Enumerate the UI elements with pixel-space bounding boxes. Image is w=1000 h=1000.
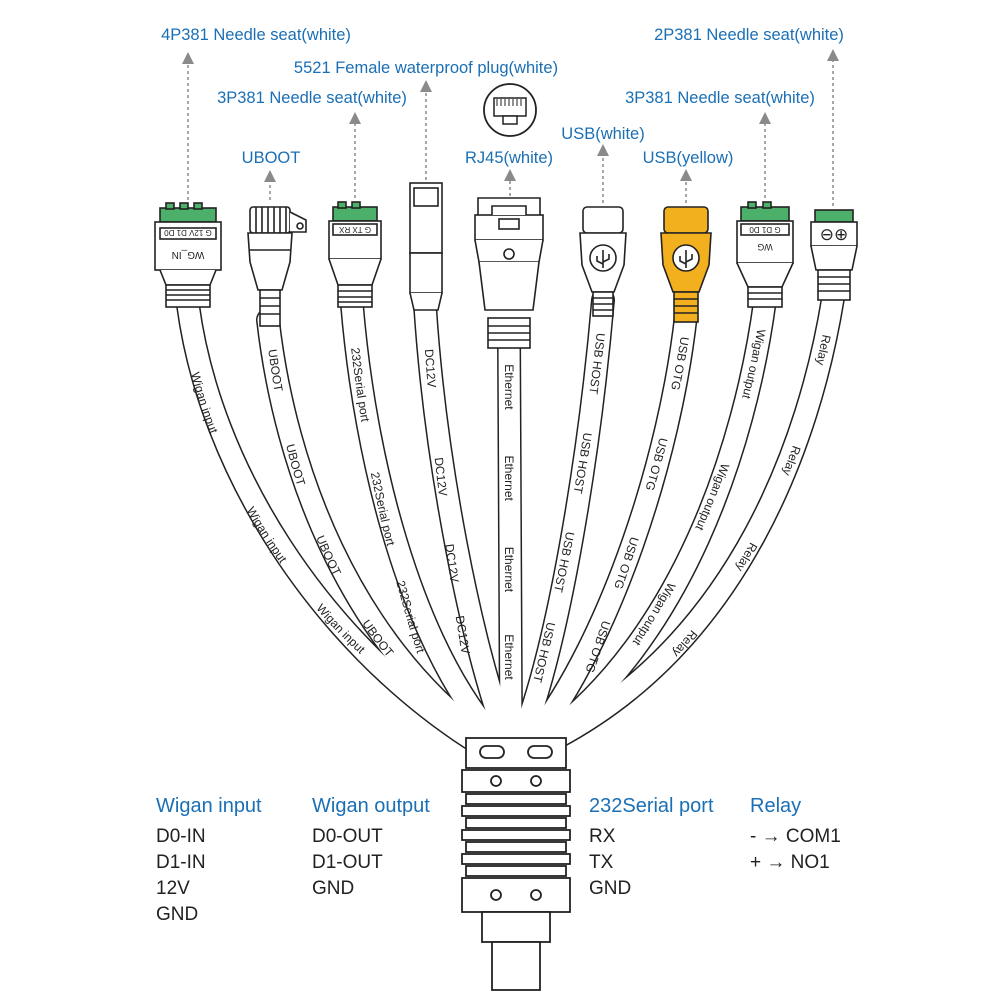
cable-label-dc: DC12V [432, 457, 450, 497]
dc-connector [409, 182, 443, 311]
legend-wiegand-input: Wigan input D0-IN D1-IN 12V GND [156, 795, 262, 928]
serial-connector [328, 201, 382, 308]
legend-wiegand-output: Wigan output D0-OUT D1-OUT GND [312, 795, 430, 902]
cable-label-dc: DC12V [422, 349, 439, 389]
callout-usb-host: USB(white) [561, 125, 644, 143]
rj45-socket-icon [483, 83, 537, 137]
legend-item: D1-OUT [312, 852, 383, 873]
callout-wiegand-in: 4P381 Needle seat(white) [161, 26, 351, 44]
legend-item: GND [312, 878, 355, 899]
uboot-connector [247, 206, 307, 327]
legend-item: D1-IN [156, 852, 206, 873]
cable-label-dc: DC12V [453, 615, 473, 655]
legend-title: 232Serial port [589, 795, 714, 817]
legend-item: TX [589, 852, 614, 873]
usb-icon [589, 244, 617, 272]
legend-serial: 232Serial port RX TX GND [589, 795, 714, 902]
cable-label-ethernet: Ethernet [502, 364, 516, 410]
legend-title: Wigan output [312, 795, 430, 817]
wiegand-out-pin-label: G D1 D0 [749, 225, 781, 234]
connectors [154, 182, 858, 349]
cable-label-ethernet: Ethernet [502, 455, 516, 501]
callouts: 4P381 Needle seat(white) 5521 Female wat… [161, 26, 844, 167]
connector-labels: G 12V D1 D0 WG_IN G TX RX G D1 D0 WG ⊖⊕ [164, 225, 849, 260]
wiegand-in-pin-label: G 12V D1 D0 [164, 228, 212, 237]
wiegand-output-connector [736, 201, 794, 308]
cable-label-dc: DC12V [442, 543, 461, 583]
callout-uboot: UBOOT [242, 149, 301, 167]
legend-item: GND [156, 904, 199, 925]
legend-relay: Relay - → COM1 + → NO1 [750, 795, 841, 876]
callout-dc: 5521 Female waterproof plug(white) [294, 59, 558, 77]
legend-item: + → NO1 [750, 852, 830, 873]
legend-item: GND [589, 878, 632, 899]
wiegand-out-tag: WG [757, 242, 773, 252]
rj45-connector [474, 197, 544, 349]
callout-usb-otg: USB(yellow) [643, 149, 734, 167]
wiegand-input-connector [154, 202, 222, 308]
wiegand-in-tag: WG_IN [172, 249, 205, 260]
cable-label-relay: Relay [813, 334, 833, 367]
callout-relay: 2P381 Needle seat(white) [654, 26, 844, 44]
legend-item: RX [589, 826, 616, 847]
legend-item: - → COM1 [750, 826, 841, 847]
callout-wiegand-out: 3P381 Needle seat(white) [625, 89, 815, 107]
legend-title: Wigan input [156, 795, 262, 817]
cable-gland [461, 737, 571, 991]
callout-rj45: RJ45(white) [465, 149, 553, 167]
legend-item: D0-OUT [312, 826, 383, 847]
relay-polarity-label: ⊖⊕ [820, 225, 849, 245]
serial-pin-label: G TX RX [338, 225, 371, 234]
cable-bundle [176, 286, 845, 750]
cable-label-uboot: UBOOT [265, 348, 285, 393]
legend-title: Relay [750, 795, 802, 817]
legend-item: D0-IN [156, 826, 206, 847]
callout-arrows [182, 49, 839, 206]
relay-connector [810, 209, 858, 301]
cable-label-ethernet: Ethernet [502, 634, 516, 680]
callout-serial: 3P381 Needle seat(white) [217, 89, 407, 107]
usb-icon [672, 244, 700, 272]
usb-host-connector [579, 206, 627, 317]
cable-label-ethernet: Ethernet [502, 547, 516, 593]
legend-item: 12V [156, 878, 190, 899]
